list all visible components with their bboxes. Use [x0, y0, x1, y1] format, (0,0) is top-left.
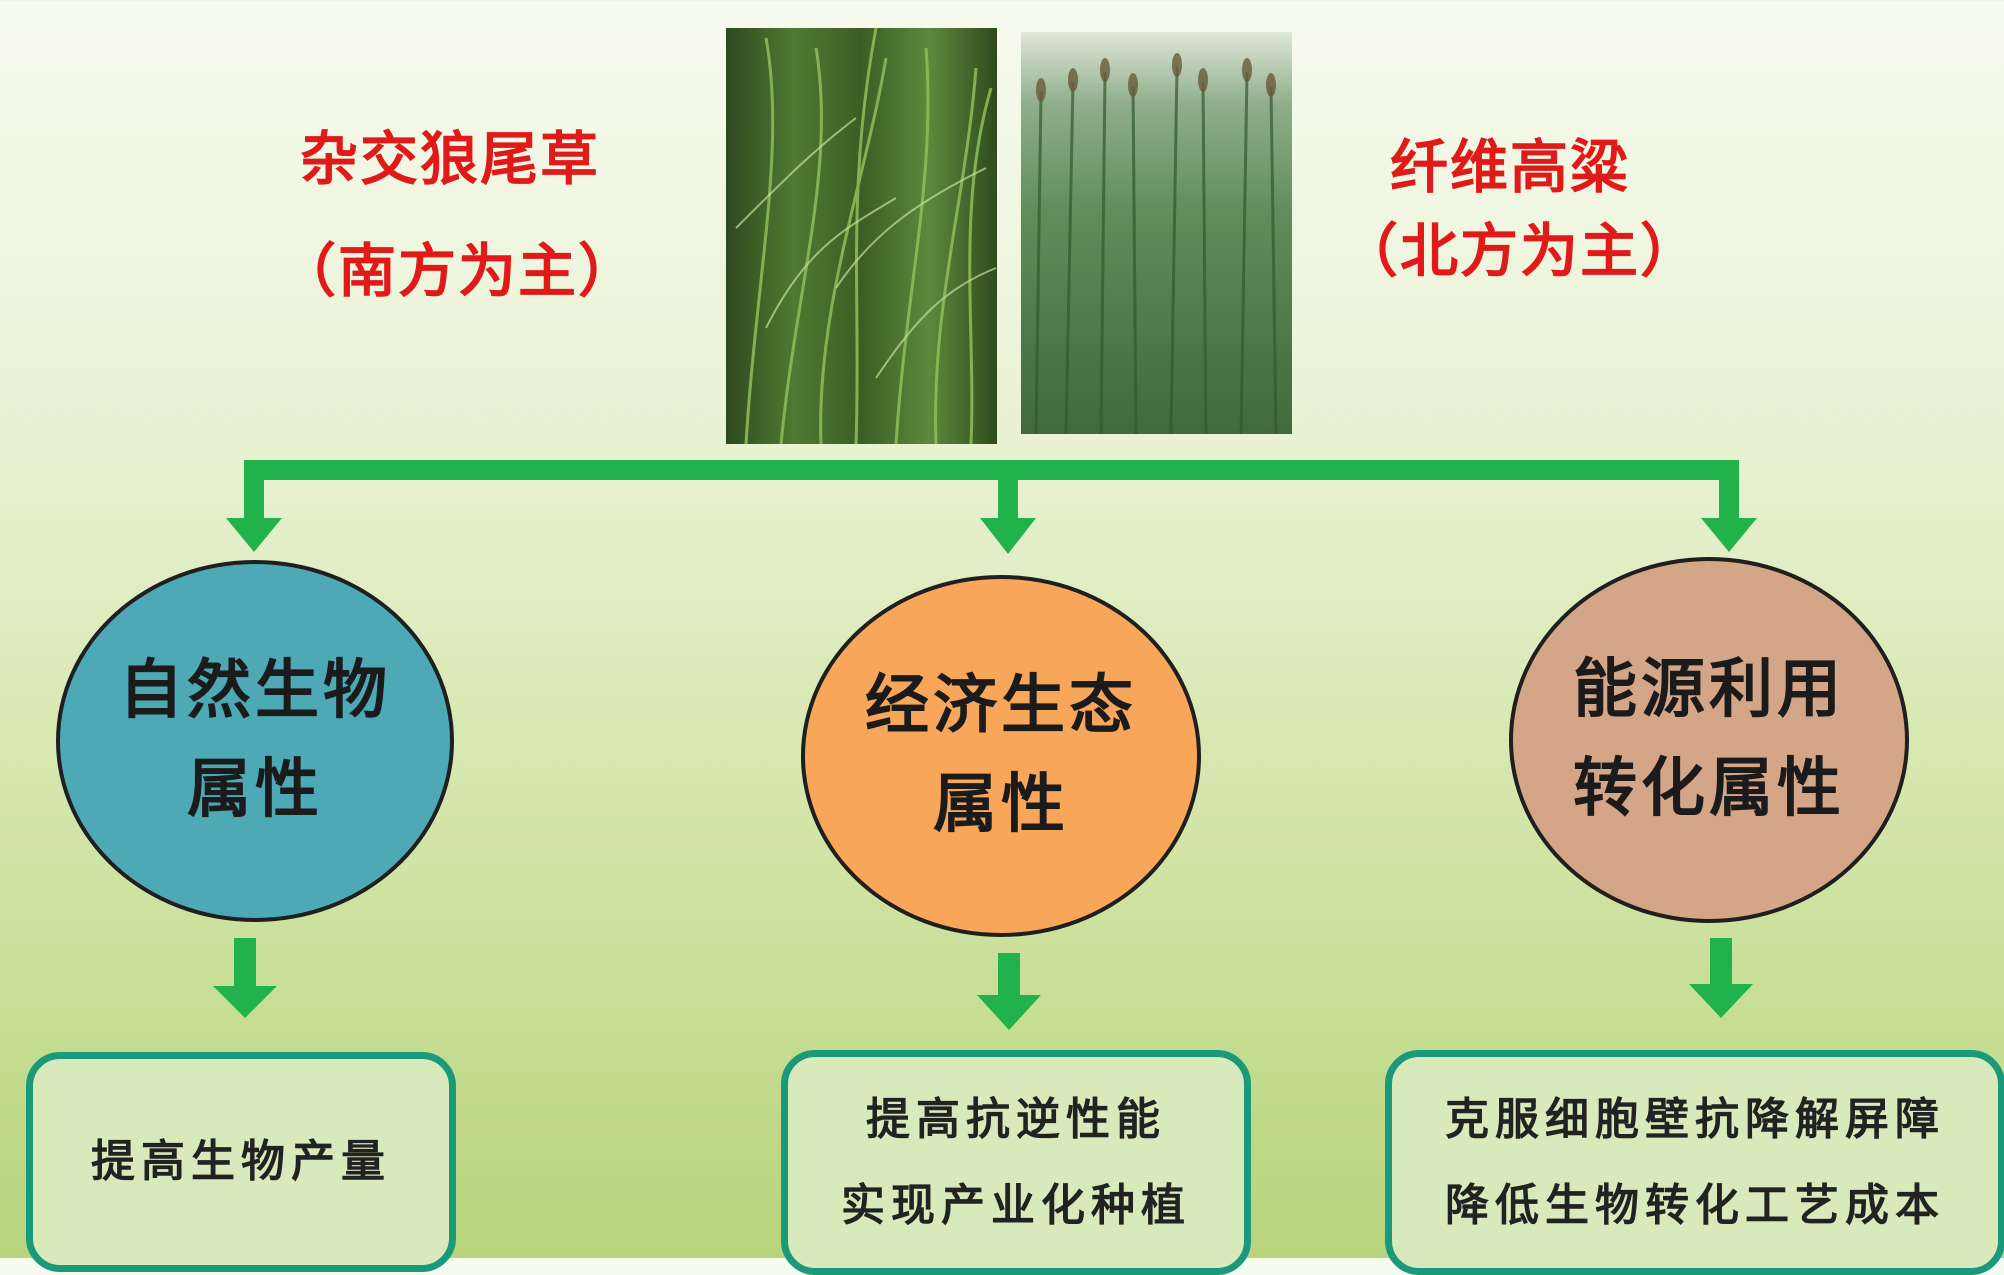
- hybrid-pennisetum-photo: [726, 28, 997, 444]
- arrow-down-icon: [980, 518, 1036, 554]
- attribute-line: 属性: [933, 768, 1069, 842]
- attribute-line: 经济生态: [865, 668, 1137, 743]
- connector-lower-center: [998, 953, 1020, 999]
- goal-box-yield: 提高生物产量: [26, 1052, 456, 1272]
- attribute-energy-conversion: 能源利用 转化属性: [1509, 557, 1909, 923]
- sorghum-field-image: [1034, 53, 1278, 434]
- attribute-line: 自然生物: [119, 653, 391, 728]
- connector-drop-right: [1719, 460, 1739, 520]
- crop-label-hybrid-pennisetum: 杂交狼尾草: [299, 125, 600, 193]
- arrow-down-icon: [977, 995, 1041, 1030]
- goal-line: 提高抗逆性能: [866, 1093, 1166, 1145]
- arrow-down-icon: [213, 986, 277, 1018]
- connector-drop-left: [244, 460, 264, 520]
- connector-lower-left: [234, 938, 256, 990]
- goal-line: 提高生物产量: [91, 1136, 391, 1188]
- attribute-line: 能源利用: [1573, 652, 1845, 727]
- goal-line: 实现产业化种植: [841, 1179, 1191, 1231]
- connector-drop-center: [998, 460, 1018, 520]
- goal-line: 降低生物转化工艺成本: [1445, 1179, 1945, 1231]
- connector-bar: [244, 460, 1739, 480]
- crop-region-south: （南方为主）: [277, 237, 638, 305]
- arrow-down-icon: [1689, 984, 1753, 1018]
- grass-blades-image: [735, 28, 997, 444]
- goal-box-conversion-cost: 克服细胞壁抗降解屏障 降低生物转化工艺成本: [1385, 1050, 2004, 1275]
- attribute-natural-biological: 自然生物 属性: [56, 560, 454, 922]
- goal-box-stress-resistance: 提高抗逆性能 实现产业化种植: [781, 1050, 1251, 1275]
- attribute-line: 转化属性: [1573, 752, 1845, 826]
- arrow-down-icon: [1701, 518, 1757, 552]
- fiber-sorghum-photo: [1021, 32, 1292, 434]
- connector-lower-right: [1710, 938, 1732, 988]
- crop-label-fiber-sorghum: 纤维高粱: [1389, 133, 1630, 201]
- goal-line: 克服细胞壁抗降解屏障: [1445, 1093, 1945, 1145]
- crop-region-north: （北方为主）: [1340, 217, 1701, 285]
- arrow-down-icon: [226, 518, 282, 552]
- attribute-line: 属性: [187, 753, 323, 827]
- attribute-economic-ecological: 经济生态 属性: [801, 575, 1201, 937]
